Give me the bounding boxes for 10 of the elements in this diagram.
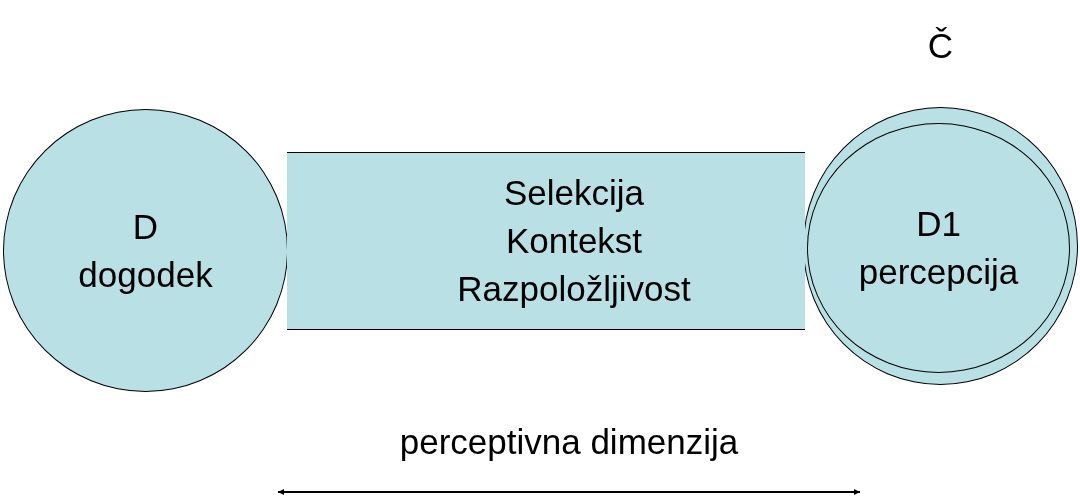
node-text: percepcija [858,251,1019,293]
node-text: Kontekst [505,220,643,262]
node-text: D [132,205,159,248]
node-text: D1 [916,203,961,245]
node-heading: Č [926,26,955,66]
dimension-label: perceptivna dimenzija [398,422,740,462]
node-text: Selekcija [503,172,645,214]
node-text: Razpoložljivost [457,268,691,310]
node-text: dogodek [78,253,213,296]
band-box [287,152,805,330]
